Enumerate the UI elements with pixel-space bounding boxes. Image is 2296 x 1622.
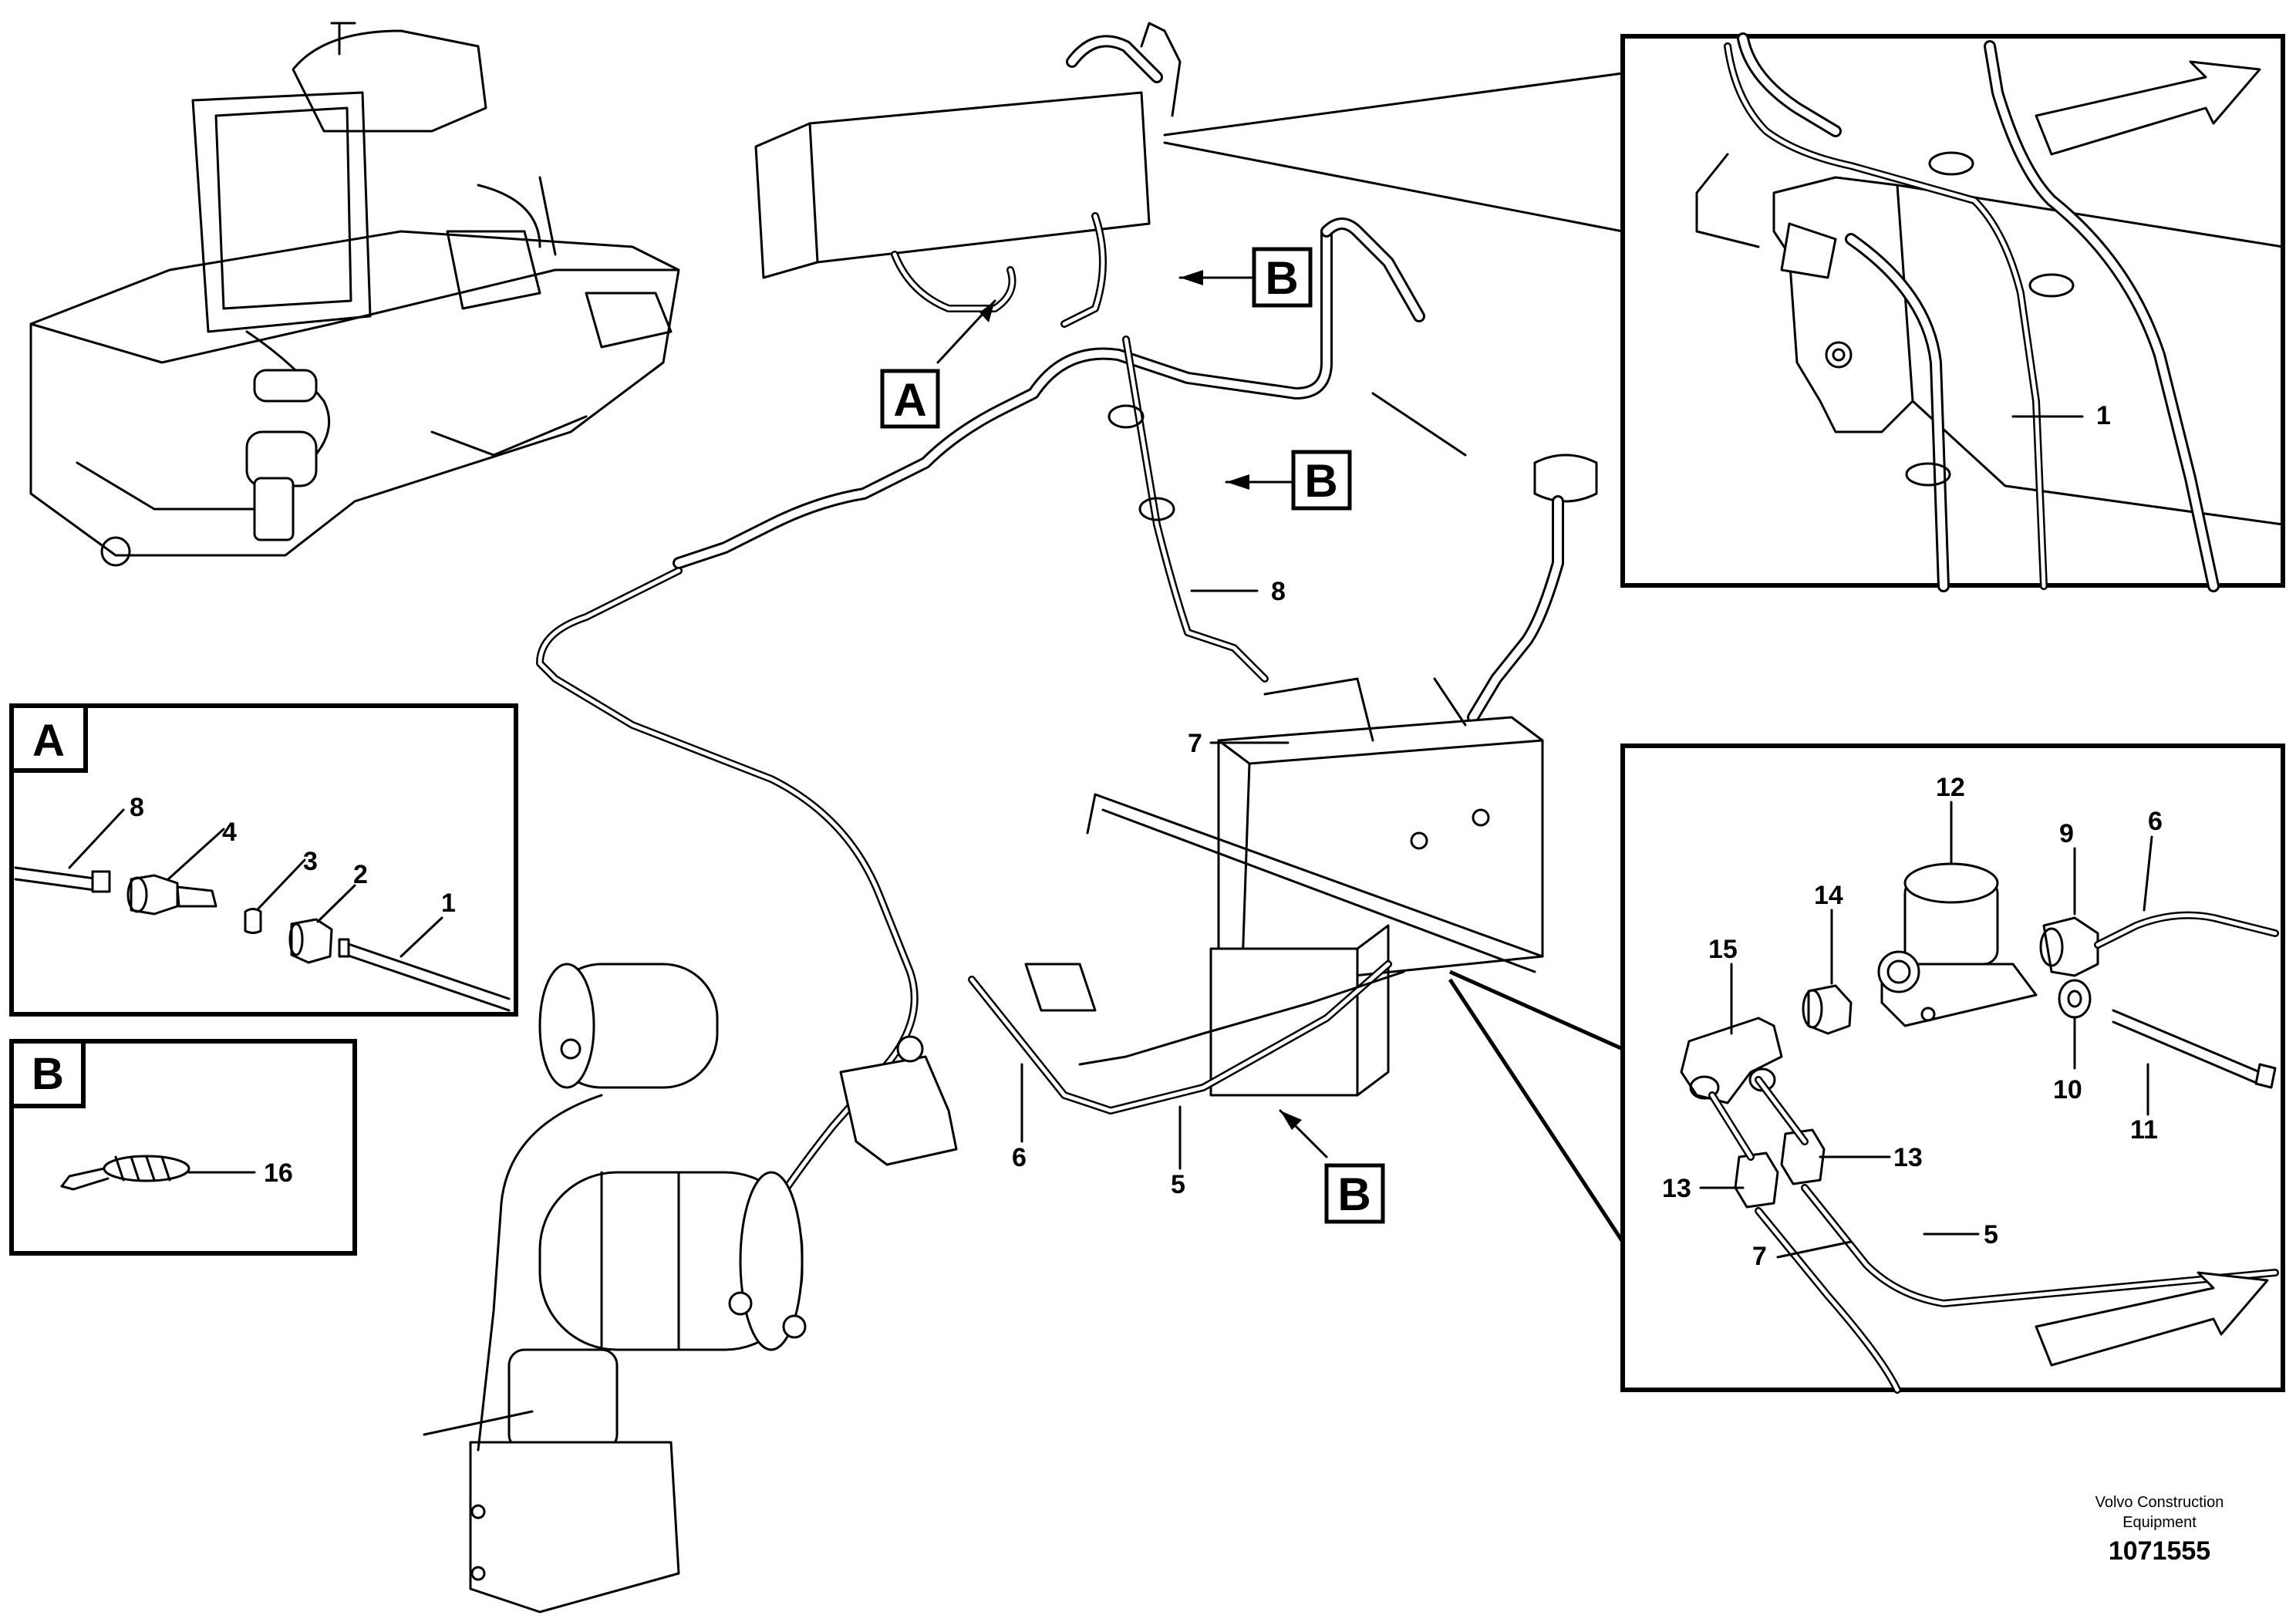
callout-box-b-bottom [1324, 1163, 1385, 1224]
panel-a-label-3: 3 [303, 847, 318, 876]
detail-right-label-13a: 13 [1893, 1143, 1923, 1172]
panel-b-label-16: 16 [264, 1158, 293, 1188]
callout-b-bottom-letter: B [1337, 1168, 1371, 1220]
panel-a-label-1: 1 [441, 889, 456, 918]
credit-line-2: Equipment [2122, 1514, 2197, 1531]
panel-b-letter: B [32, 1049, 64, 1099]
callout-8: 8 [1271, 577, 1286, 606]
detail-panel-a [9, 703, 518, 1017]
main-assembly-illustration [423, 22, 1598, 1614]
callout-a-letter: A [893, 374, 926, 426]
callout-box-b-middle [1291, 450, 1352, 511]
detail-right-label-7: 7 [1752, 1242, 1767, 1271]
detail-panel-b [9, 1039, 357, 1256]
callout-6: 6 [1012, 1143, 1027, 1172]
credit-line-1: Volvo Construction [2095, 1494, 2224, 1511]
detail-top-label-1: 1 [2096, 401, 2111, 430]
callout-b-top-letter: B [1265, 252, 1298, 304]
document-number: 1071555 [2109, 1536, 2210, 1566]
detail-right-label-6: 6 [2148, 807, 2163, 836]
detail-right-label-14: 14 [1814, 881, 1843, 910]
machine-overview-illustration [29, 22, 680, 567]
detail-right-label-11: 11 [2130, 1115, 2158, 1145]
callout-5: 5 [1171, 1170, 1185, 1199]
panel-a-label-2: 2 [353, 860, 368, 889]
panel-a-label-4: 4 [222, 818, 237, 847]
detail-right-label-12: 12 [1936, 773, 1965, 802]
detail-right-label-10: 10 [2053, 1075, 2082, 1104]
detail-right-label-9: 9 [2059, 819, 2074, 848]
detail-panel-top [1620, 32, 2285, 592]
detail-right-label-5: 5 [1984, 1220, 1998, 1249]
detail-panel-right [1620, 744, 2285, 1394]
callout-b-middle-letter: B [1304, 455, 1337, 507]
panel-a-label-8: 8 [130, 793, 144, 822]
panel-a-letter: A [32, 716, 65, 766]
callout-box-a [880, 369, 940, 429]
detail-right-label-15: 15 [1708, 935, 1738, 964]
detail-right-label-13b: 13 [1662, 1174, 1691, 1203]
callout-7: 7 [1188, 729, 1202, 758]
